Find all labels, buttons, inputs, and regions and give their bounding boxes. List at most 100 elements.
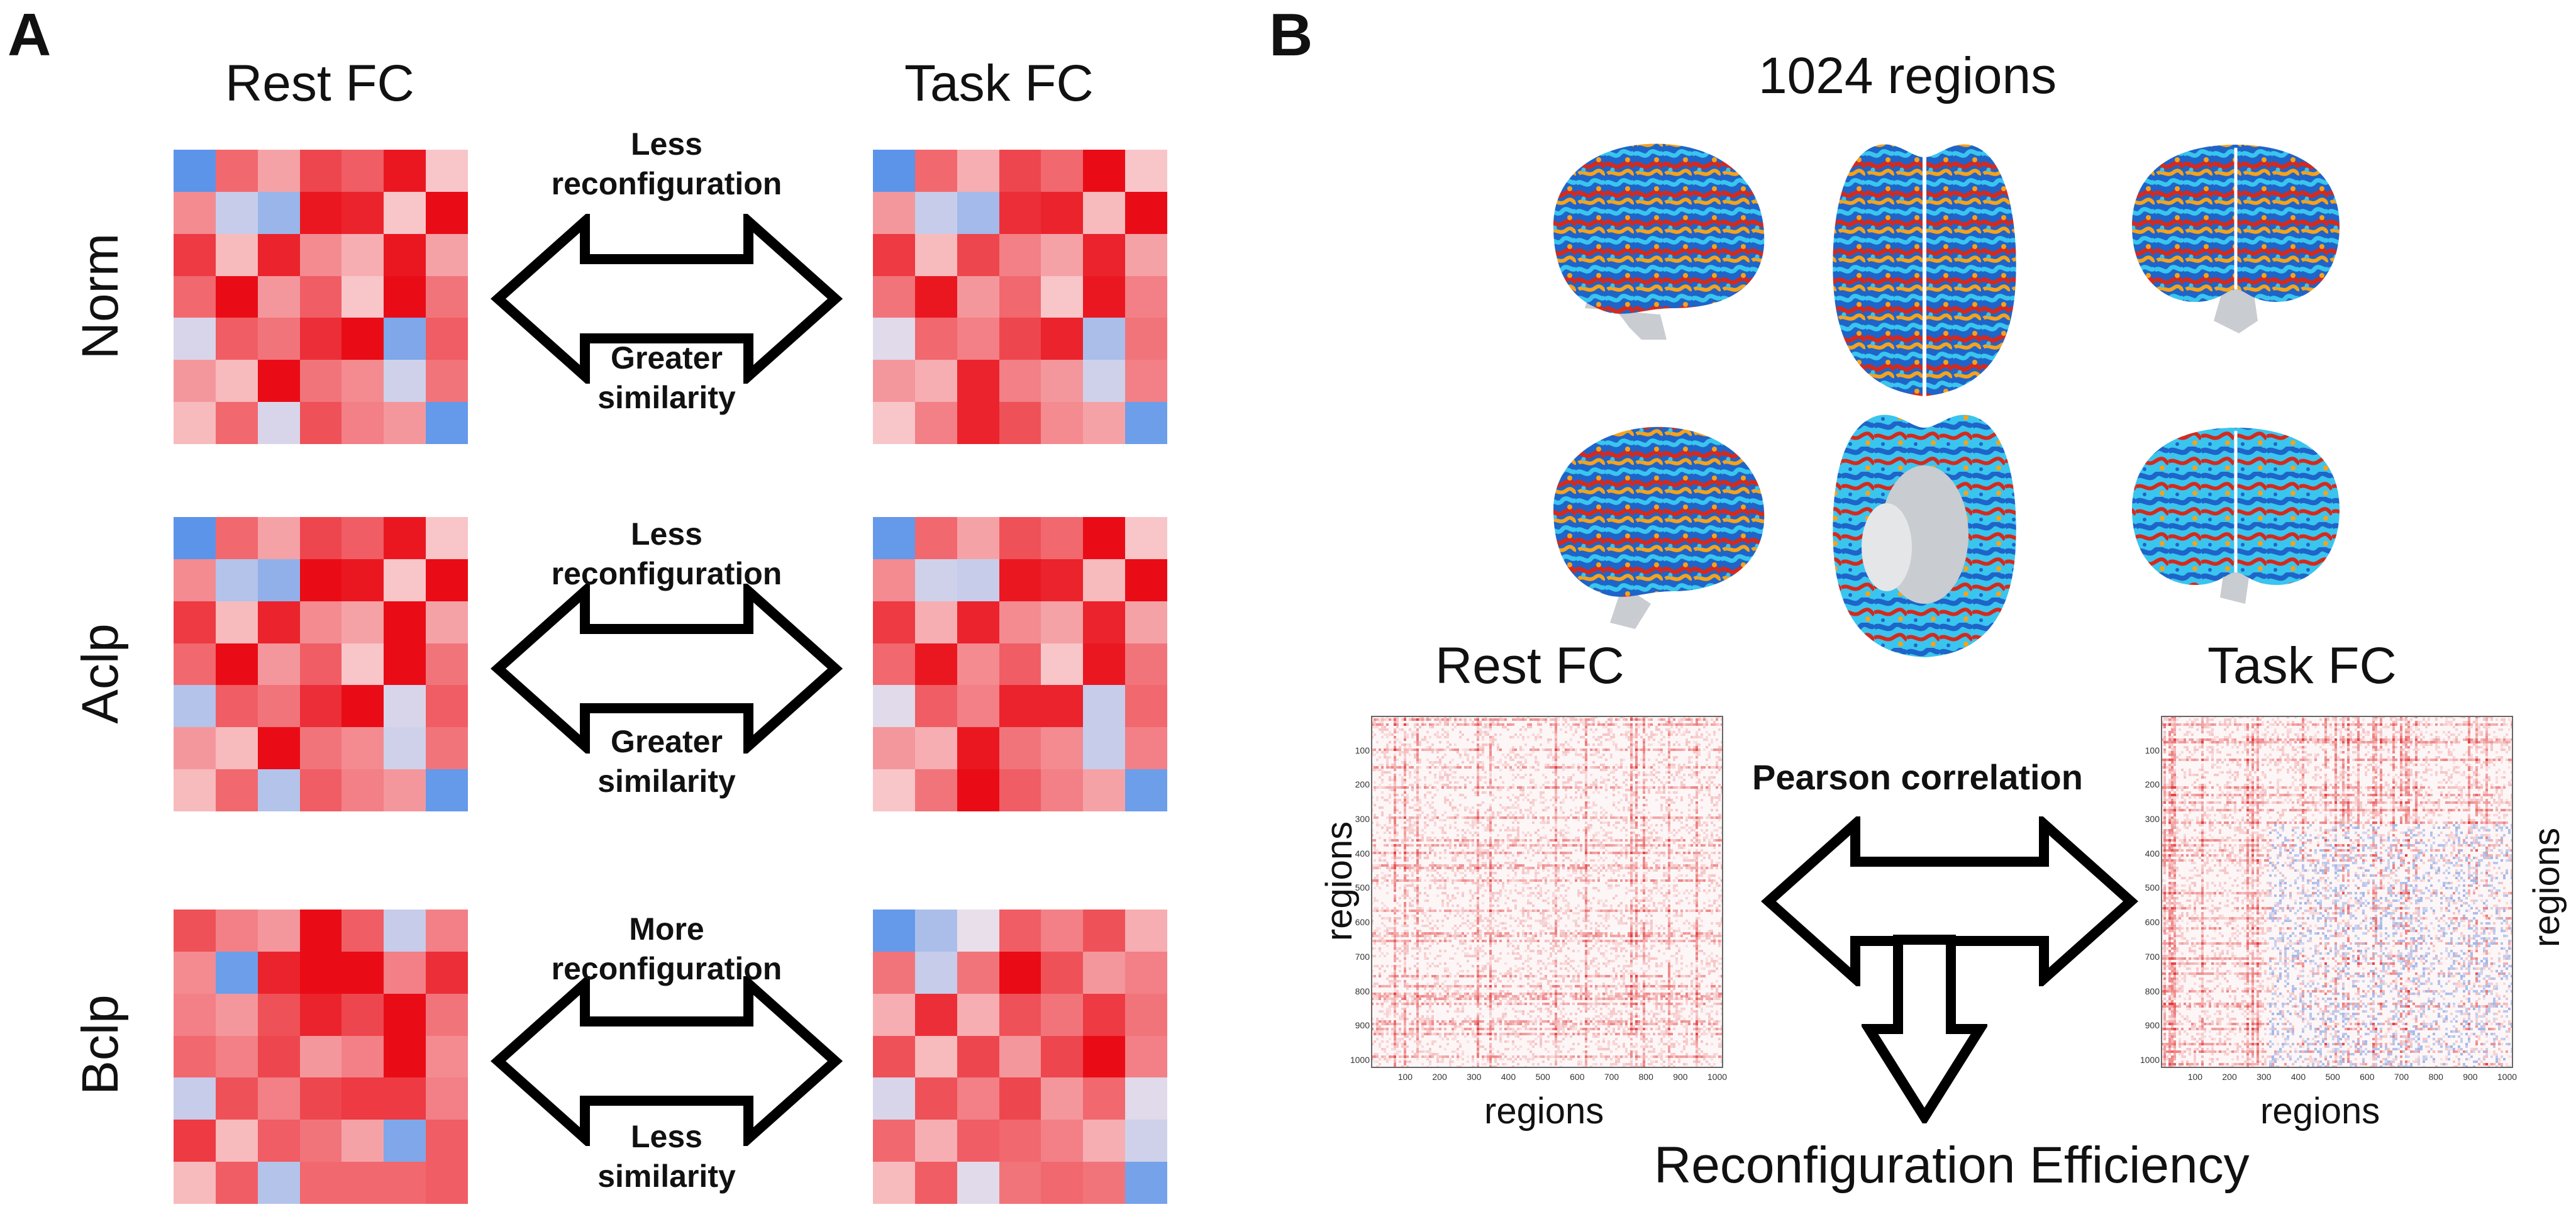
matrix-cell — [1083, 360, 1126, 403]
matrix-cell — [1125, 517, 1167, 559]
matrix-cell — [215, 601, 258, 643]
matrix-cell — [215, 318, 258, 360]
matrix-cell — [1041, 727, 1084, 770]
matrix-cell — [257, 191, 300, 234]
matrix-cell — [257, 993, 300, 1036]
tick-label: 400 — [1501, 1072, 1516, 1082]
matrix-cell — [957, 275, 999, 318]
tick-label: 900 — [1355, 1020, 1370, 1031]
matrix-cell — [957, 1120, 999, 1162]
matrix-cell — [914, 993, 957, 1036]
tick-label: 500 — [1535, 1072, 1550, 1082]
matrix-cell — [873, 685, 915, 728]
matrix-cell — [384, 951, 426, 994]
matrix-cell — [1041, 910, 1084, 952]
matrix-cell — [1125, 233, 1167, 276]
matrix-cell — [999, 727, 1041, 770]
matrix-cell — [257, 1120, 300, 1162]
matrix-cell — [299, 517, 342, 559]
matrix-cell — [299, 191, 342, 234]
matrix-cell — [257, 517, 300, 559]
matrix-cell — [873, 910, 915, 952]
tick-label: 1000 — [1707, 1072, 1728, 1082]
matrix-cell — [1125, 601, 1167, 643]
matrix-norm-rest — [174, 150, 468, 444]
matrix-cell — [215, 1120, 258, 1162]
tick-label: 200 — [1432, 1072, 1447, 1082]
matrix-cell — [1083, 1120, 1126, 1162]
matrix-cell — [957, 993, 999, 1036]
matrix-cell — [914, 360, 957, 403]
matrix-cell — [957, 1077, 999, 1120]
matrix-cell — [1125, 910, 1167, 952]
matrix-cell — [257, 643, 300, 686]
matrix-cell — [957, 318, 999, 360]
matrix-cell — [873, 275, 915, 318]
bclp-top-text: More reconfiguration — [551, 911, 782, 986]
matrix-cell — [873, 643, 915, 686]
matrix-cell — [1083, 517, 1126, 559]
matrix-cell — [174, 1120, 216, 1162]
matrix-cell — [215, 360, 258, 403]
matrix-cell — [1083, 318, 1126, 360]
matrix-cell — [1041, 685, 1084, 728]
matrix-cell — [999, 1077, 1041, 1120]
matrix-cell — [957, 601, 999, 643]
tick-label: 100 — [1355, 745, 1370, 755]
matrix-cell — [299, 233, 342, 276]
matrix-cell — [299, 318, 342, 360]
matrix-cell — [1125, 951, 1167, 994]
matrix-cell — [215, 275, 258, 318]
matrix-cell — [999, 318, 1041, 360]
matrix-cell — [957, 643, 999, 686]
matrix-cell — [384, 318, 426, 360]
matrix-cell — [957, 685, 999, 728]
matrix-cell — [257, 360, 300, 403]
matrix-cell — [174, 191, 216, 234]
matrix-cell — [999, 1162, 1041, 1204]
tick-label: 200 — [2145, 779, 2160, 790]
matrix-cell — [215, 951, 258, 994]
matrix-cell — [341, 727, 384, 770]
matrix-cell — [215, 559, 258, 601]
matrix-cell — [299, 1077, 342, 1120]
matrix-cell — [426, 769, 468, 811]
matrix-cell — [873, 150, 915, 192]
matrix-cell — [426, 601, 468, 643]
matrix-cell — [174, 1162, 216, 1204]
matrix-cell — [299, 601, 342, 643]
matrix-cell — [426, 1162, 468, 1204]
matrix-cell — [1083, 1162, 1126, 1204]
matrix-cell — [257, 1077, 300, 1120]
matrix-cell — [1083, 643, 1126, 686]
tick-label: 900 — [1673, 1072, 1688, 1082]
tick-label: 700 — [2145, 951, 2160, 962]
matrix-cell — [914, 685, 957, 728]
matrix-norm-task — [873, 150, 1167, 444]
matrix-cell — [957, 910, 999, 952]
matrix-cell — [215, 233, 258, 276]
aclp-bottom-text: Greater similarity — [597, 724, 736, 799]
matrix-bclp-rest — [174, 910, 468, 1204]
tick-label: 800 — [1638, 1072, 1653, 1082]
matrix-cell — [299, 910, 342, 952]
matrix-cell — [957, 150, 999, 192]
matrix-cell — [1125, 643, 1167, 686]
matrix-cell — [341, 1077, 384, 1120]
tick-label: 800 — [2428, 1072, 2443, 1082]
matrix-cell — [426, 233, 468, 276]
matrix-cell — [1041, 643, 1084, 686]
matrix-cell — [873, 191, 915, 234]
matrix-cell — [341, 233, 384, 276]
matrix-cell — [384, 233, 426, 276]
tick-label: 600 — [2145, 917, 2160, 928]
pearson-correlation-label: Pearson correlation — [1752, 757, 2083, 797]
matrix-cell — [914, 150, 957, 192]
matrix-cell — [999, 559, 1041, 601]
matrix-cell — [1083, 601, 1126, 643]
matrix-cell — [999, 910, 1041, 952]
matrix-cell — [1041, 275, 1084, 318]
matrix-cell — [914, 191, 957, 234]
